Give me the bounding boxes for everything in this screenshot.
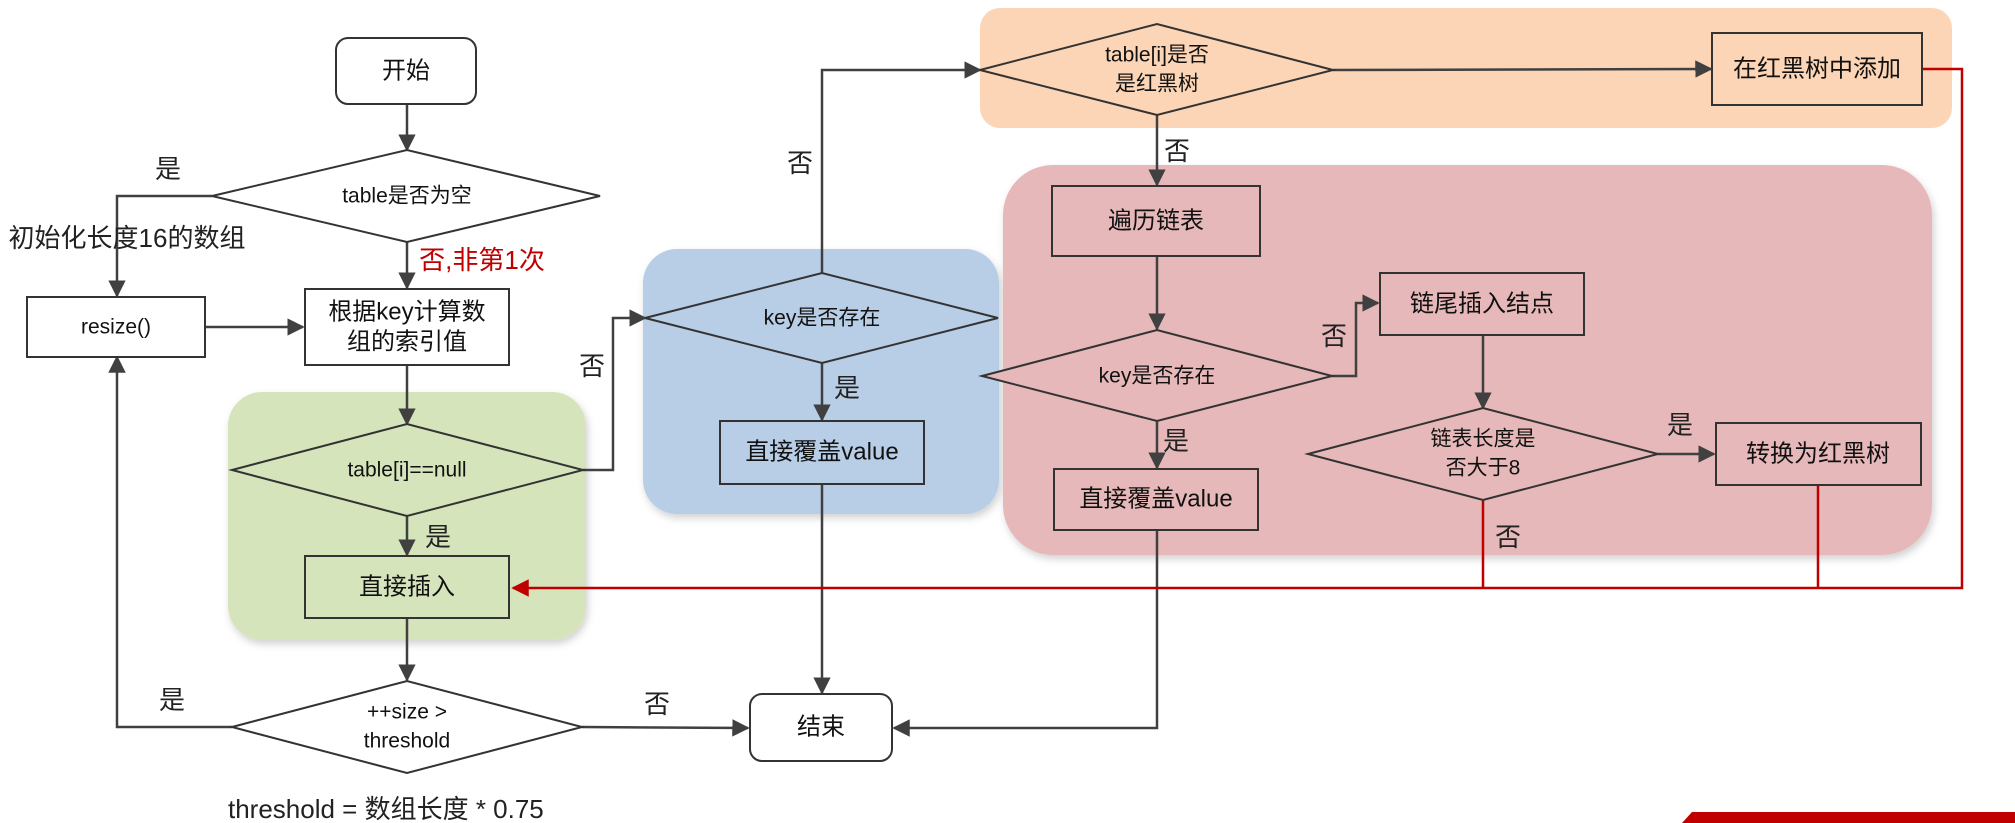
node-size-check (228, 679, 586, 775)
node-table-i-null (228, 422, 587, 518)
text-is-rbtree-2: 是红黑树 (1115, 73, 1199, 96)
corner-decor (1682, 812, 2015, 823)
edge-rbtree-yes-to-add-tree (1332, 60, 1713, 78)
text-key-exists-2: key是否存在 (1099, 365, 1216, 388)
node-resize (26, 296, 206, 358)
node-tail-insert (1379, 272, 1585, 336)
edge-key-no-to-rbtree-check (820, 61, 982, 273)
text-tail-insert: 链尾插入结点 (1410, 291, 1554, 318)
label-null-no: 否 (579, 351, 605, 381)
text-size-check-1: ++size > (367, 701, 447, 724)
node-overwrite-1 (719, 420, 925, 485)
label-null-yes: 是 (425, 522, 451, 552)
node-key-exists-1 (644, 271, 999, 365)
text-overwrite-1: 直接覆盖value (745, 439, 898, 466)
edge-red-add-tree-return (511, 67, 1964, 597)
edge-key2-no-to-tail-insert (1332, 294, 1380, 378)
note-threshold: threshold = 数组长度 * 0.75 (228, 794, 544, 823)
text-direct-insert: 直接插入 (359, 574, 455, 601)
label-key2-yes: 是 (1163, 426, 1189, 456)
node-add-in-tree (1711, 32, 1923, 106)
node-overwrite-2 (1053, 468, 1259, 531)
edge-size-no-to-end (581, 719, 750, 737)
text-add-in-tree: 在红黑树中添加 (1733, 56, 1901, 83)
node-is-rbtree (979, 22, 1337, 117)
text-end: 结束 (797, 714, 845, 741)
text-table-empty: table是否为空 (342, 185, 472, 208)
label-len-no: 否 (1495, 522, 1521, 552)
edge-empty-yes-to-resize (108, 194, 212, 298)
node-end (749, 693, 893, 762)
label-len-yes: 是 (1667, 410, 1693, 440)
label-key1-no: 否 (787, 148, 813, 178)
text-resize: resize() (81, 316, 151, 339)
node-table-empty (211, 148, 601, 244)
text-list-length-2: 否大于8 (1446, 457, 1521, 480)
label-empty-no-not-first: 否,非第1次 (419, 245, 545, 275)
text-key-exists-1: key是否存在 (764, 307, 881, 330)
node-calc-index (304, 288, 510, 366)
label-key2-no: 否 (1321, 321, 1347, 351)
label-key1-yes: 是 (834, 373, 860, 403)
text-calc-index-2: 组的索引值 (347, 329, 467, 356)
label-init-array: 初始化长度16的数组 (9, 223, 246, 253)
label-size-no: 否 (644, 689, 670, 719)
label-rbtree-no: 否 (1164, 136, 1190, 166)
text-calc-index-1: 根据key计算数 (328, 299, 485, 326)
text-table-i-null: table[i]==null (347, 459, 466, 482)
text-list-length-1: 链表长度是 (1431, 428, 1536, 451)
node-start (335, 37, 477, 105)
text-is-rbtree-1: table[i]是否 (1105, 44, 1209, 67)
text-size-check-2: threshold (364, 730, 450, 753)
edge-size-yes-to-resize (108, 355, 232, 729)
edge-overwrite-2-to-end (892, 530, 1159, 737)
text-traverse-list: 遍历链表 (1108, 208, 1204, 235)
text-start: 开始 (382, 58, 430, 85)
node-list-length (1304, 406, 1662, 502)
node-to-rbtree (1715, 422, 1922, 486)
node-key-exists-2 (978, 328, 1336, 423)
edge-null-no-to-key-exists (583, 309, 647, 472)
text-overwrite-2: 直接覆盖value (1079, 486, 1232, 513)
node-direct-insert (304, 555, 510, 619)
label-size-yes: 是 (159, 685, 185, 715)
node-traverse-list (1051, 185, 1261, 257)
label-empty-yes: 是 (155, 154, 181, 184)
text-to-rbtree: 转换为红黑树 (1746, 441, 1890, 468)
